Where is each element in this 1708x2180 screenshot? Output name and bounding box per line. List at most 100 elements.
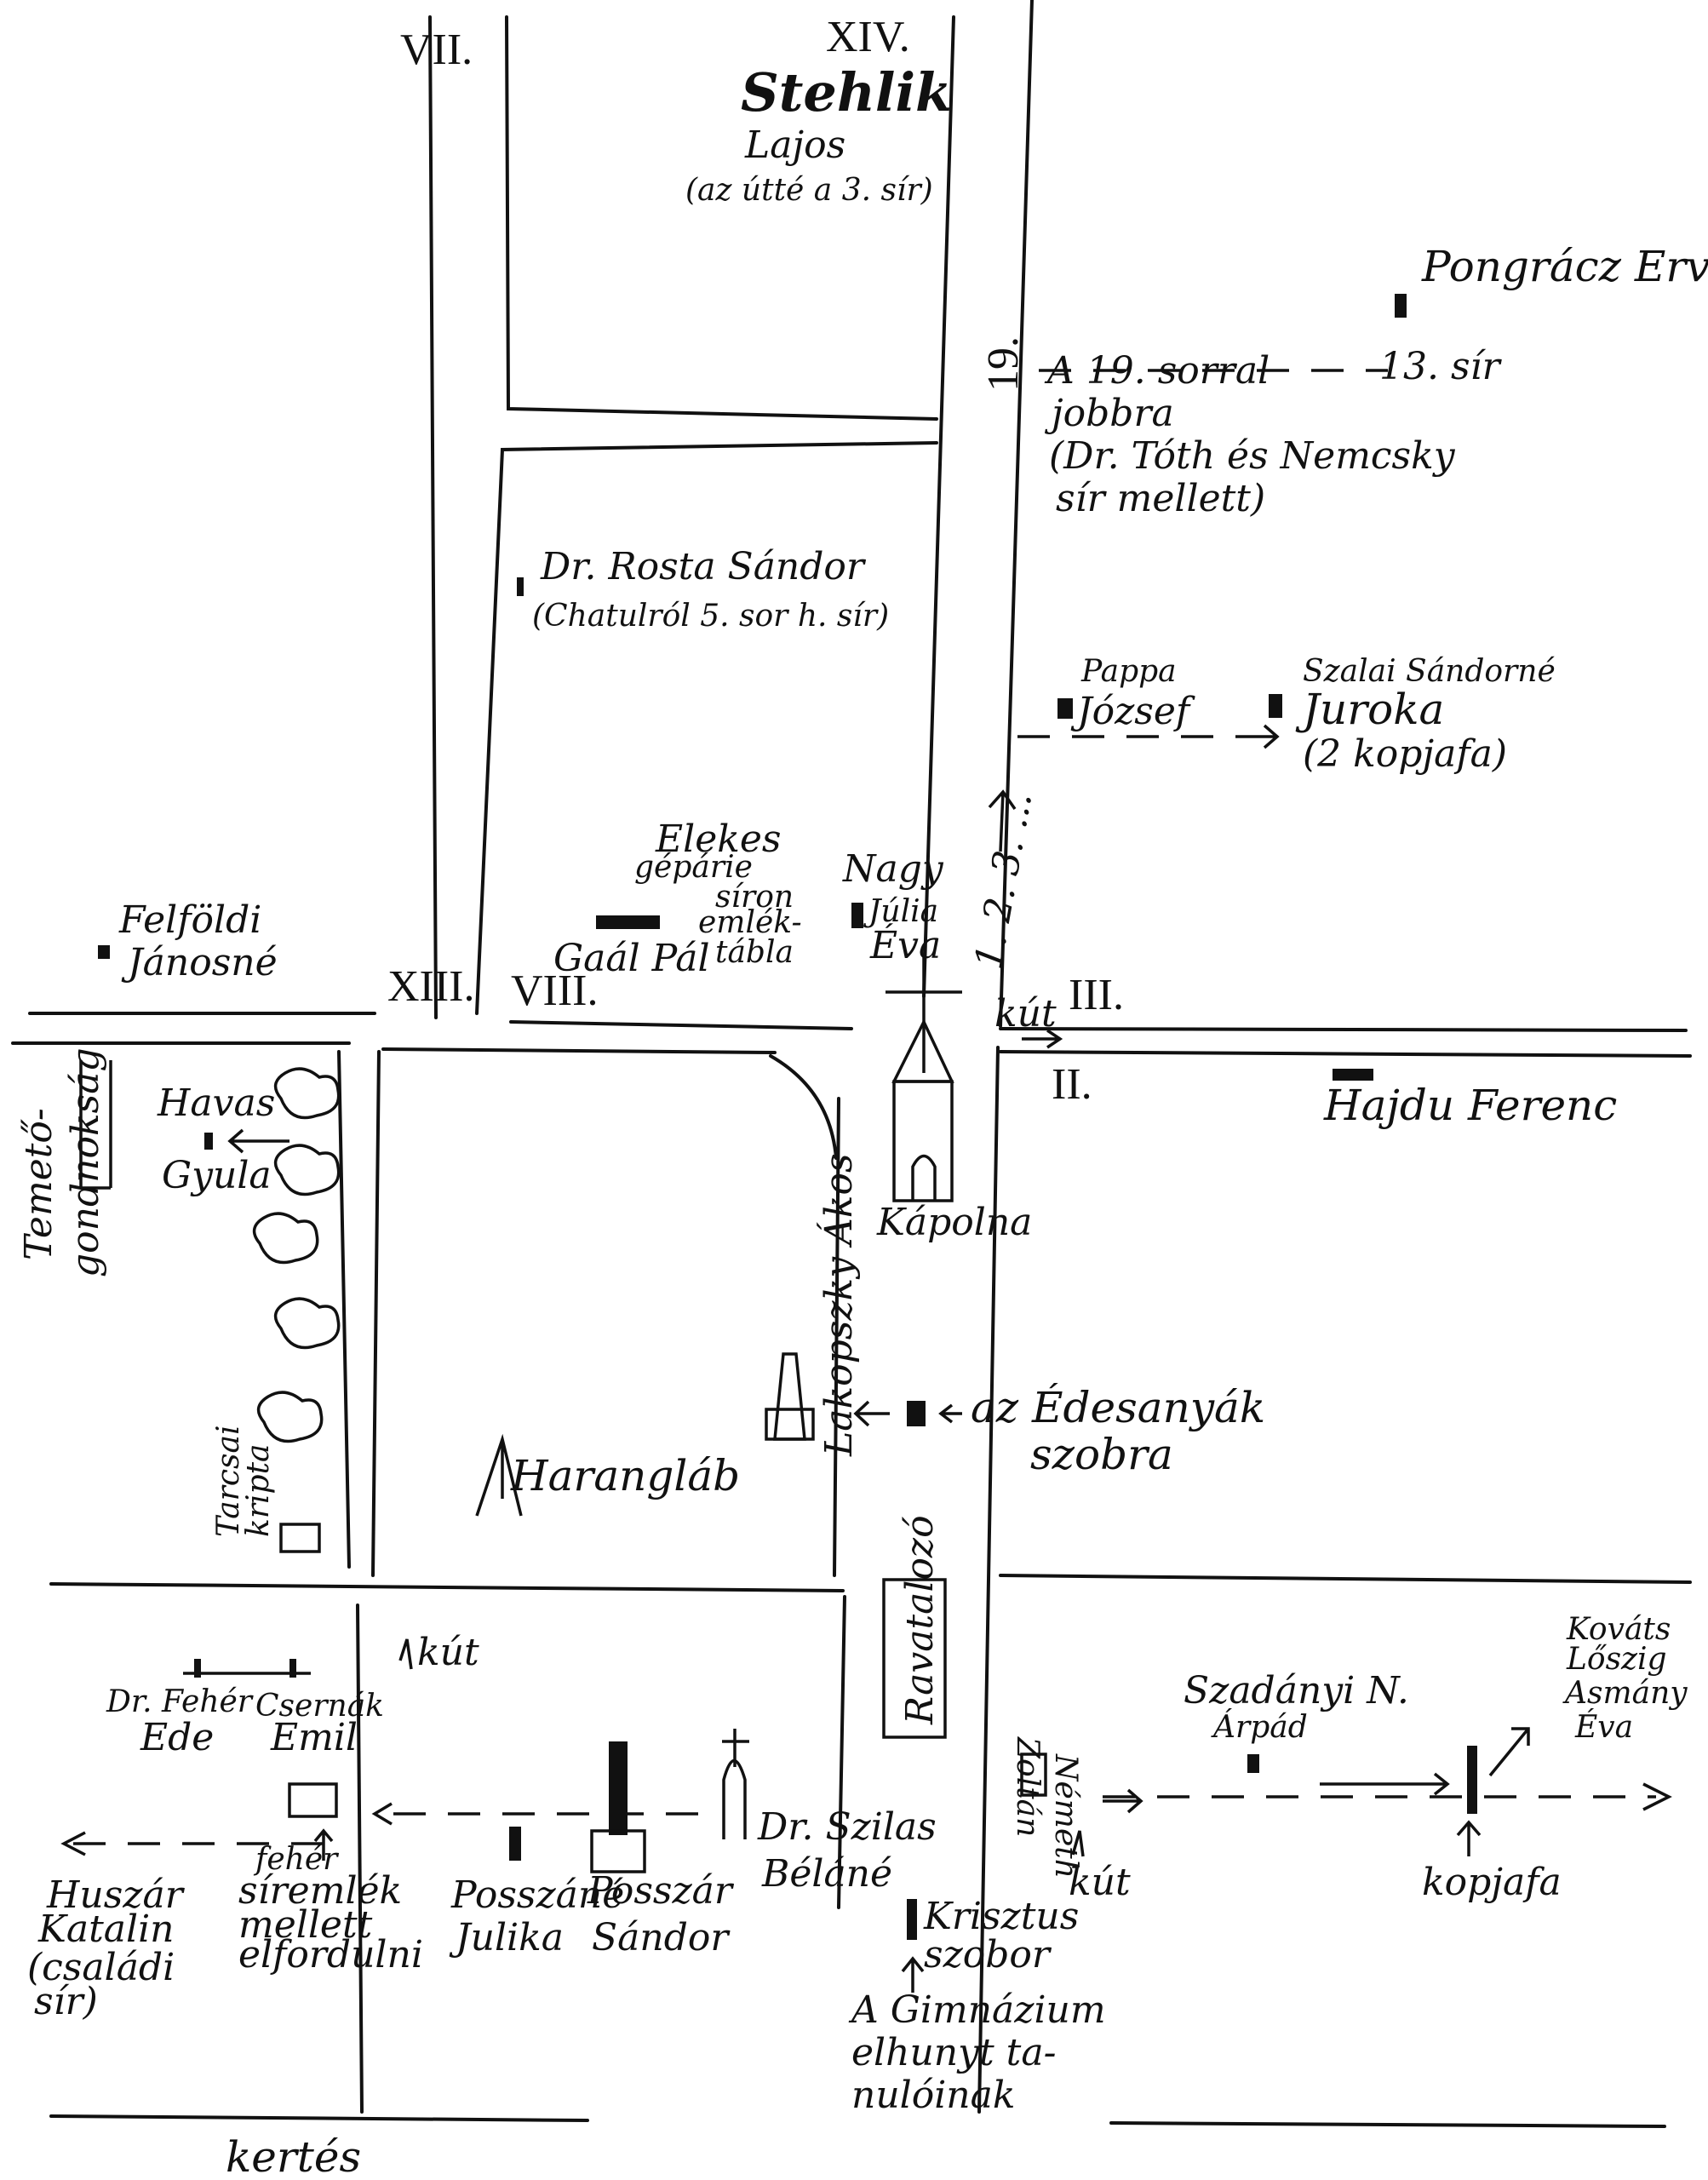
edesanyak-second: szobra <box>1030 1430 1173 1479</box>
tree-row <box>252 1067 341 1443</box>
grave-marker <box>1269 694 1282 718</box>
grave-pongracz: Pongrácz Ervi 13. sír <box>1039 242 1708 388</box>
tree-icon <box>256 1391 324 1443</box>
kovats-second: Lőszig <box>1566 1642 1667 1677</box>
huszar-fourth: sír) <box>34 1980 98 2023</box>
monument-icon <box>773 1352 806 1441</box>
grave-kovats: Kováts Lőszig Asmány Éva <box>1467 1612 1688 1814</box>
gimnazium-line2: elhunyt ta- <box>851 2031 1056 2074</box>
feher-sirem-line2: síremlék <box>238 1869 402 1913</box>
feher-sirem-line1: fehér <box>253 1842 339 1877</box>
road-left-vertical-2 <box>371 1050 381 1577</box>
elekes-line2: gépárie <box>634 850 753 885</box>
statue-krisztus: Krisztus szobor <box>901 1895 1079 1993</box>
caretaker-outline <box>79 1060 112 1190</box>
elekes-name: Elekes <box>655 818 782 861</box>
huszar-second: Katalin <box>37 1908 175 1951</box>
lakopszky-name: Lakopszky Ákos <box>816 1153 861 1457</box>
section-vii: VII. <box>400 26 473 74</box>
huszar-first: Huszár <box>46 1873 186 1917</box>
stehlik-first: Lajos <box>744 123 845 167</box>
well-right: kút <box>1069 1830 1131 1904</box>
gimnazium-line1: A Gimnázium <box>848 1988 1106 2032</box>
felfoldi-first: Felföldi <box>118 898 261 942</box>
arrow-left-icon <box>371 1802 393 1826</box>
kopjafa-label: kopjafa <box>1422 1861 1562 1904</box>
tarcsai-second: kripta <box>241 1443 276 1537</box>
grave-marker <box>1057 698 1073 719</box>
statue-edesanyak: az Édesanyák szobra <box>853 1382 1265 1479</box>
kertes-label: kertés <box>226 2132 361 2180</box>
arrow-up-icon <box>901 1956 925 1993</box>
well-icon <box>398 1638 413 1670</box>
road-network <box>11 0 1692 2128</box>
szilas-first: Dr. Szilas <box>757 1805 937 1849</box>
grave-stehlik: Stehlik Lajos (az útté a 3. sír) <box>685 61 952 208</box>
grave-szalai: Szalai Sándorné Juroka (2 kopjafa) <box>1017 654 1556 776</box>
statue-marker <box>907 1401 926 1426</box>
arrow-right-icon <box>1103 1788 1143 1814</box>
nemeth-second: Zoltán <box>1010 1736 1045 1837</box>
grave-posszane: Posszáné Julika <box>449 1873 624 1959</box>
white-monument <box>288 1782 338 1861</box>
szalai-note: (2 kopjafa) <box>1303 732 1507 776</box>
rosta-note: (Chatulról 5. sor h. sír) <box>532 599 889 634</box>
arrow-right-icon <box>1642 1782 1672 1811</box>
road-center-lower <box>837 1595 846 1909</box>
arrow-up-icon <box>988 789 1017 852</box>
grave-marker <box>98 945 110 959</box>
arrow-icon <box>1247 724 1280 749</box>
statue-marker <box>907 1899 917 1940</box>
krisztus-second: szobor <box>924 1933 1052 1976</box>
grave-elekes: Elekes gépárie síron emlék- tábla Gaál P… <box>553 818 802 980</box>
row19-line4: sír mellett) <box>1056 477 1265 520</box>
szadanyi-first: Szadányi N. <box>1184 1669 1409 1712</box>
tree-icon <box>273 1144 341 1196</box>
road-lower-right <box>977 1046 1000 2114</box>
feher-second: Ede <box>140 1716 214 1759</box>
road-lower-right-h <box>999 1574 1692 1584</box>
feher-first: Dr. Fehér <box>106 1684 254 1719</box>
chapel-body <box>892 1080 954 1202</box>
kopjafa-marker <box>1467 1746 1477 1814</box>
grave-marker <box>596 915 660 929</box>
kut-left-label: kút <box>417 1631 479 1674</box>
kovats-fourth: Éva <box>1574 1709 1633 1745</box>
belfry-icon <box>475 1433 523 1517</box>
grave-huszar: Huszár Katalin (családi sír) <box>27 1873 186 2023</box>
belfry: Harangláb <box>475 1433 740 1517</box>
grave-pappa: Pappa József <box>1057 654 1195 733</box>
posszane-second: Julika <box>449 1916 564 1959</box>
road-horizontal-ii-right <box>999 1050 1692 1058</box>
temeto-line1: Temető- <box>17 1108 60 1260</box>
felfoldi-second: Jánosné <box>121 941 278 984</box>
elekes-line3: síron <box>715 880 794 915</box>
road-central-right <box>999 0 1034 1028</box>
arrow-right-icon <box>1320 1772 1450 1796</box>
road-mid-box <box>475 441 938 1015</box>
krisztus-first: Krisztus <box>923 1895 1079 1938</box>
grave-rosta: Dr. Rosta Sándor (Chatulról 5. sor h. sí… <box>517 545 889 634</box>
ravatalozo-label: Ravatalozó <box>898 1515 942 1725</box>
kut-top-label: kút <box>994 992 1057 1036</box>
row-19-marker: 19. <box>979 336 1028 392</box>
szalai-second: Juroka <box>1295 685 1444 734</box>
grave-marker <box>1247 1754 1259 1773</box>
tarcsai-first: Tarcsai <box>211 1425 246 1537</box>
road-bottom-right <box>1109 2121 1666 2128</box>
white-monument-note: fehér síremlék mellett elfordulni <box>238 1842 423 1976</box>
road-upper-left <box>428 15 438 1019</box>
mortuary: Ravatalozó <box>882 1515 947 1739</box>
gravestone-icon <box>722 1759 747 1839</box>
grave-szadanyi: Szadányi N. Árpád <box>1184 1669 1409 1773</box>
grave-feher-csernak: Dr. Fehér Ede Csernák Emil <box>106 1659 384 1759</box>
grave-box <box>1020 1753 1047 1797</box>
well-icon <box>1071 1830 1085 1857</box>
chapel: Kápolna <box>876 954 1032 1244</box>
posszar-first: Posszár <box>587 1869 735 1913</box>
arrow-left-icon <box>60 1831 86 1856</box>
tree-icon <box>273 1297 341 1350</box>
monument-base <box>765 1408 815 1441</box>
grave-marker <box>1333 1069 1373 1081</box>
